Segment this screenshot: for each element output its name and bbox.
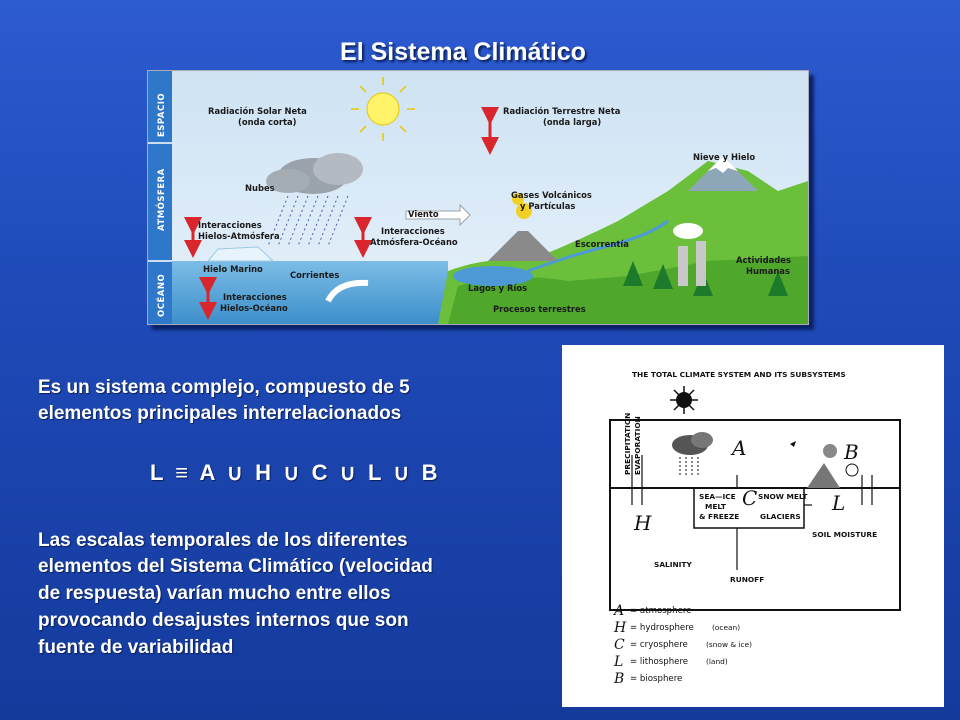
label-land: Procesos terrestres <box>493 304 586 314</box>
label-ice-ocean-2: Hielos-Océano <box>220 303 288 313</box>
current-arrow <box>325 279 369 303</box>
slide-title: El Sistema Climático <box>340 38 586 66</box>
legend-note: (ocean) <box>712 623 740 632</box>
cloud-icon <box>266 153 363 194</box>
legend-symbol: C <box>614 637 625 653</box>
letter-cryosphere: C <box>742 486 757 510</box>
letter-atmosphere: A <box>730 436 746 460</box>
body-line-4: provocando desajustes internos que son <box>38 610 409 631</box>
letter-biosphere: B <box>843 440 859 464</box>
band-sidebar <box>148 71 172 324</box>
label-ice-atm-1: Interacciones <box>198 220 262 230</box>
subsystems-sketch: THE TOTAL CLIMATE SYSTEM AND ITS SUBSYST… <box>562 345 944 707</box>
label-glaciers: GLACIERS <box>760 512 801 521</box>
label-sea-ice: SEA—ICE <box>699 492 736 501</box>
intro-line-2: elementos principales interrelacionados <box>38 403 402 424</box>
band-label-space: ESPACIO <box>157 93 167 137</box>
label-snow-melt: SNOW MELT <box>758 492 807 501</box>
label-ice-atm-2: Hielos-Atmósfera <box>198 231 280 241</box>
label-runoff: RUNOFF <box>730 575 764 584</box>
label-lakes: Lagos y Ríos <box>468 283 527 293</box>
sketch-legend: A = atmosphere H = hydrosphere (ocean) C… <box>612 603 752 687</box>
intro-line-1: Es un sistema complejo, compuesto de 5 <box>38 377 410 398</box>
band-label-atmosphere: ATMÓSFERA <box>155 168 167 231</box>
label-melt: MELT <box>705 502 726 511</box>
legend-note: (land) <box>706 657 728 666</box>
label-soil-moisture: SOIL MOISTURE <box>812 530 877 539</box>
volcano <box>488 231 558 261</box>
volcano-icon <box>807 463 840 488</box>
legend-text: = lithosphere <box>630 657 688 667</box>
label-precipitation: PRECIPITATION <box>623 413 632 475</box>
lake <box>453 266 533 286</box>
legend-symbol: A <box>612 603 624 619</box>
letter-lithosphere: L <box>831 491 845 515</box>
legend-symbol: H <box>613 620 627 636</box>
label-atm-ocean-2: Atmósfera-Océano <box>370 237 458 247</box>
label-atm-ocean-1: Interacciones <box>381 226 445 236</box>
subsystem-formula: L ≡ A ∪ H ∪ C ∪ L ∪ B <box>150 460 438 485</box>
legend-text: = hydrosphere <box>630 623 694 633</box>
label-freeze: & FREEZE <box>699 512 739 521</box>
label-clouds: Nubes <box>245 183 275 193</box>
bird-icon <box>790 441 796 447</box>
legend-text: = atmosphere <box>630 606 692 616</box>
body-line-3: de respuesta) varían mucho entre ellos <box>38 583 391 604</box>
subsystems-diagram: THE TOTAL CLIMATE SYSTEM AND ITS SUBSYST… <box>609 370 901 687</box>
label-salinity: SALINITY <box>654 560 692 569</box>
body-line-1: Las escalas temporales de los diferentes <box>38 530 408 551</box>
label-evaporation: EVAPORATION <box>633 416 642 475</box>
sun-icon <box>351 77 415 141</box>
legend-symbol: B <box>613 671 624 687</box>
legend-text: = cryosphere <box>630 640 688 650</box>
interaction-arrows <box>184 107 499 320</box>
label-runoff: Escorrentía <box>575 239 629 249</box>
cloud-icon <box>672 432 713 455</box>
wind-arrow <box>405 203 471 227</box>
label-wind: Viento <box>408 209 439 219</box>
sketch-title: THE TOTAL CLIMATE SYSTEM AND ITS SUBSYST… <box>632 370 846 379</box>
label-snow-ice: Nieve y Hielo <box>693 152 755 162</box>
label-terrestrial-1: Radiación Terrestre Neta <box>503 106 620 116</box>
label-solar-2: (onda corta) <box>238 117 297 127</box>
body-line-5: fuente de variabilidad <box>38 637 234 658</box>
legend-note: (snow & ice) <box>706 640 752 649</box>
ocean-area <box>172 261 448 324</box>
climate-system-diagram: ESPACIO ATMÓSFERA OCÉANO <box>147 70 809 325</box>
legend-text: = biosphere <box>630 674 682 684</box>
label-human-1: Actividades <box>736 255 791 265</box>
body-line-2: elementos del Sistema Climático (velocid… <box>38 556 433 577</box>
label-terrestrial-2: (onda larga) <box>543 117 601 127</box>
label-currents: Corrientes <box>290 270 339 280</box>
legend-symbol: L <box>613 654 623 670</box>
label-volcanic-1: Gases Volcánicos <box>511 190 592 200</box>
label-human-2: Humanas <box>746 266 790 276</box>
label-ice-ocean-1: Interacciones <box>223 292 287 302</box>
label-solar-1: Radiación Solar Neta <box>208 106 307 116</box>
label-sea-ice: Hielo Marino <box>203 264 263 274</box>
sun-icon <box>670 386 698 414</box>
label-volcanic-2: y Partículas <box>520 201 575 211</box>
factory-icon <box>673 223 706 286</box>
letter-hydrosphere: H <box>633 511 652 535</box>
sea-ice <box>206 246 275 262</box>
climate-illustration: ESPACIO ATMÓSFERA OCÉANO <box>148 71 808 324</box>
band-label-ocean: OCÉANO <box>155 274 167 317</box>
